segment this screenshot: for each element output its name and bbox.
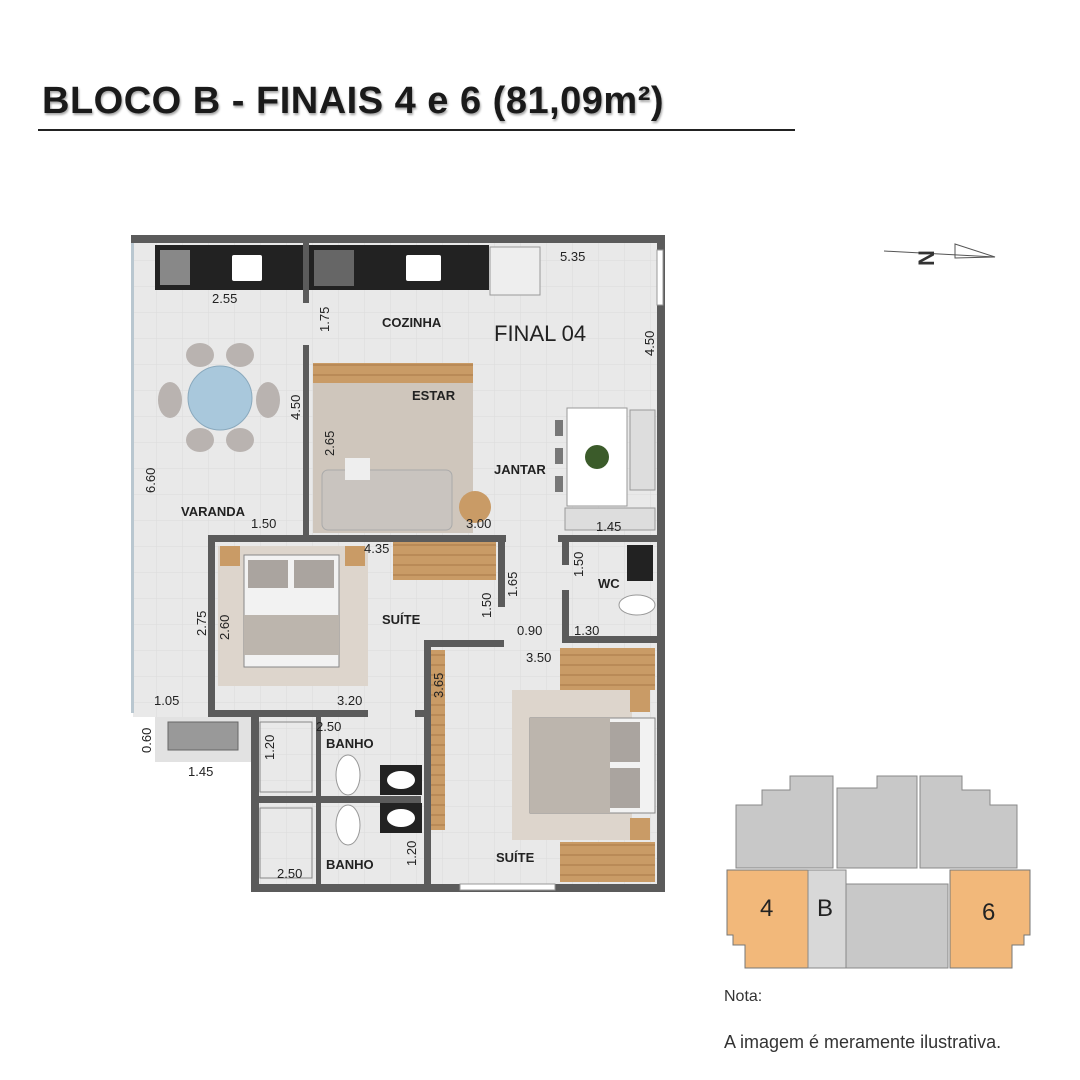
dim-label: 2.50 <box>277 866 302 881</box>
north-arrow-icon: N <box>883 243 996 266</box>
note-title: Nota: <box>724 988 763 1005</box>
key-unit-6 <box>949 869 1031 969</box>
ac-unit <box>167 721 239 751</box>
bathroom-fixtures <box>259 721 422 879</box>
key-block-label: B <box>817 895 833 922</box>
round-stool <box>459 491 491 523</box>
dim-label: 6.60 <box>143 468 158 493</box>
dim-label: 4.50 <box>642 331 657 356</box>
note-text: A imagem é meramente ilustrativa. <box>724 1032 1002 1052</box>
room-label-banho-1: BANHO <box>326 736 374 751</box>
walls <box>131 235 665 892</box>
double-bed-2 <box>529 690 656 840</box>
room-label-varanda: VARANDA <box>181 504 246 519</box>
wardrobe-3 <box>560 842 655 882</box>
dim-label: 1.50 <box>571 552 586 577</box>
wc-sink <box>627 545 653 581</box>
dim-label: 2.65 <box>322 431 337 456</box>
dim-label: 5.35 <box>560 249 585 264</box>
dim-label: 0.60 <box>139 728 154 753</box>
varanda-glass <box>131 243 134 713</box>
dim-label: 1.20 <box>404 841 419 866</box>
dim-label: 3.00 <box>466 516 491 531</box>
dim-label: 1.45 <box>188 764 213 779</box>
kitchen-counter <box>155 245 541 296</box>
title-underline <box>38 129 795 131</box>
dim-label: 1.20 <box>262 735 277 760</box>
room-label-wc: WC <box>598 576 620 591</box>
key-plan: 4 B 6 <box>726 775 1031 969</box>
dim-label: 1.30 <box>574 623 599 638</box>
room-label-suite-2: SUÍTE <box>496 850 535 865</box>
dim-label: 1.50 <box>251 516 276 531</box>
dim-label: 4.35 <box>364 541 389 556</box>
key-unit-4-label: 4 <box>760 895 773 922</box>
round-table <box>158 343 280 452</box>
dim-label: 3.50 <box>526 650 551 665</box>
dim-label: 1.05 <box>154 693 179 708</box>
wardrobe <box>393 542 496 580</box>
dim-label: 4.50 <box>288 395 303 420</box>
window <box>656 249 664 306</box>
wc-toilet <box>618 594 656 616</box>
corridor-panel <box>431 650 445 830</box>
dim-label: 2.75 <box>194 611 209 636</box>
dim-label: 1.50 <box>479 593 494 618</box>
wardrobe-2 <box>560 648 655 690</box>
dim-label: 2.60 <box>217 615 232 640</box>
dim-label: 1.75 <box>317 307 332 332</box>
dim-label: 2.55 <box>212 291 237 306</box>
dining-table <box>555 407 656 531</box>
key-core <box>807 869 847 969</box>
room-label-banho-2: BANHO <box>326 857 374 872</box>
room-label-estar: ESTAR <box>412 388 456 403</box>
room-label-suite-1: SUÍTE <box>382 612 421 627</box>
window <box>459 883 556 891</box>
double-bed <box>220 546 365 668</box>
dim-label: 0.90 <box>517 623 542 638</box>
dim-label: 3.20 <box>337 693 362 708</box>
key-unit-6-label: 6 <box>982 899 995 926</box>
side-table <box>345 458 370 480</box>
dim-label: 1.45 <box>596 519 621 534</box>
tv-panel <box>313 363 473 383</box>
north-label: N <box>914 250 939 266</box>
room-label-jantar: JANTAR <box>494 462 546 477</box>
sofa <box>321 469 453 531</box>
dim-label: 2.50 <box>316 719 341 734</box>
dim-label: 3.65 <box>431 673 446 698</box>
room-label-cozinha: COZINHA <box>382 315 442 330</box>
dim-label: 1.65 <box>505 572 520 597</box>
page-title: BLOCO B - FINAIS 4 e 6 (81,09m²) <box>42 80 665 122</box>
plan-label: FINAL 04 <box>494 321 586 346</box>
